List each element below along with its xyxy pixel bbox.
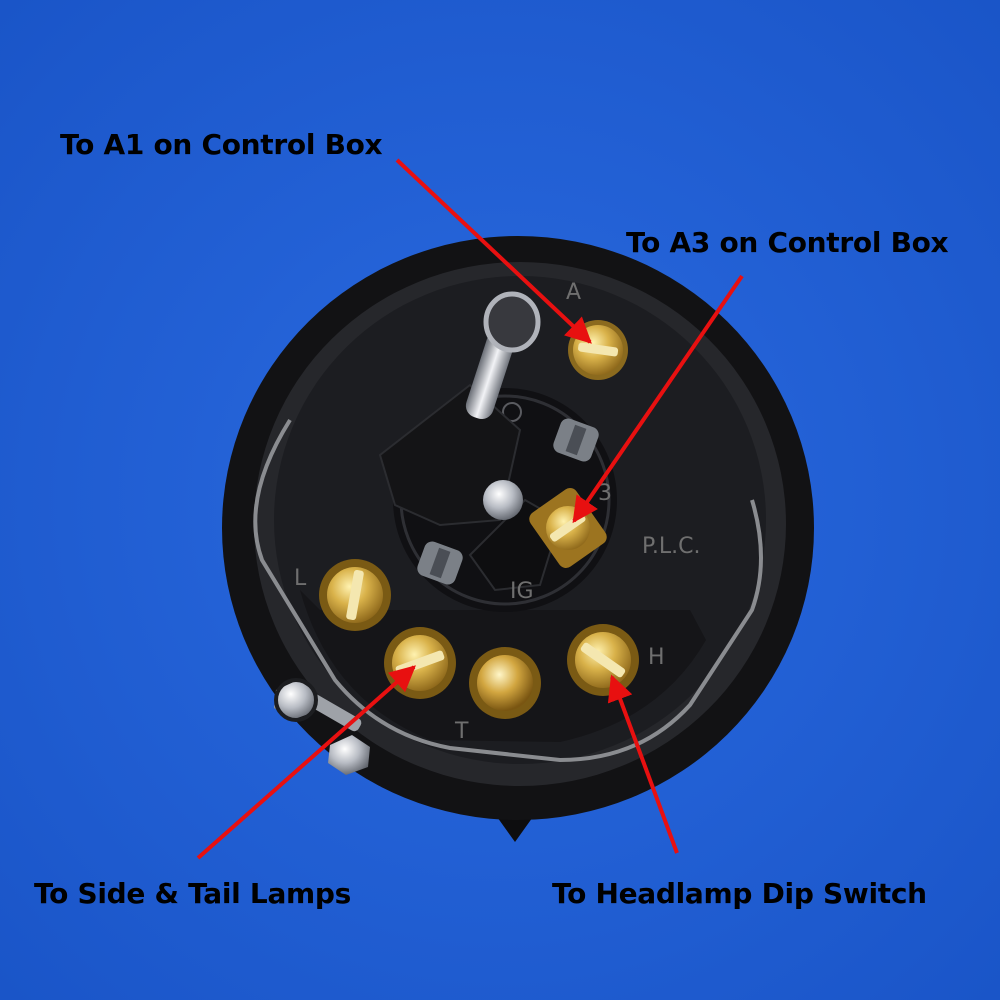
embossed-brand: P.L.C. [642,534,700,559]
arrow-a1 [395,158,592,344]
arrow-side-tail [196,665,416,860]
insulating-tape [378,383,522,527]
terminal-headlamp [567,624,639,696]
terminal-t [469,647,541,719]
centre-rivet [483,480,523,520]
arrow-headlamp [607,674,679,854]
terminal-l [319,559,391,631]
embossed-3: 3 [598,481,612,506]
embossed-l: L [294,566,307,591]
mounting-bolt [274,678,370,775]
embossed-t: T [454,719,469,744]
arrows [196,158,744,860]
label-headlamp-dip-switch: To Headlamp Dip Switch [552,877,927,910]
label-a3-control-box: To A3 on Control Box [626,226,949,259]
retaining-wire-clip [253,418,763,763]
arrow-a3 [572,274,744,524]
label-side-tail-lamps: To Side & Tail Lamps [34,877,352,910]
embossed-a: A [566,280,581,305]
embossed-ig: IG [510,579,534,604]
grey-screw-upper [553,418,599,462]
grey-screw-lower [417,541,463,585]
label-a1-control-box: To A1 on Control Box [60,128,383,161]
embossed-h: H [648,645,665,670]
switch-lever [465,291,541,420]
terminal-side-tail [384,627,456,699]
